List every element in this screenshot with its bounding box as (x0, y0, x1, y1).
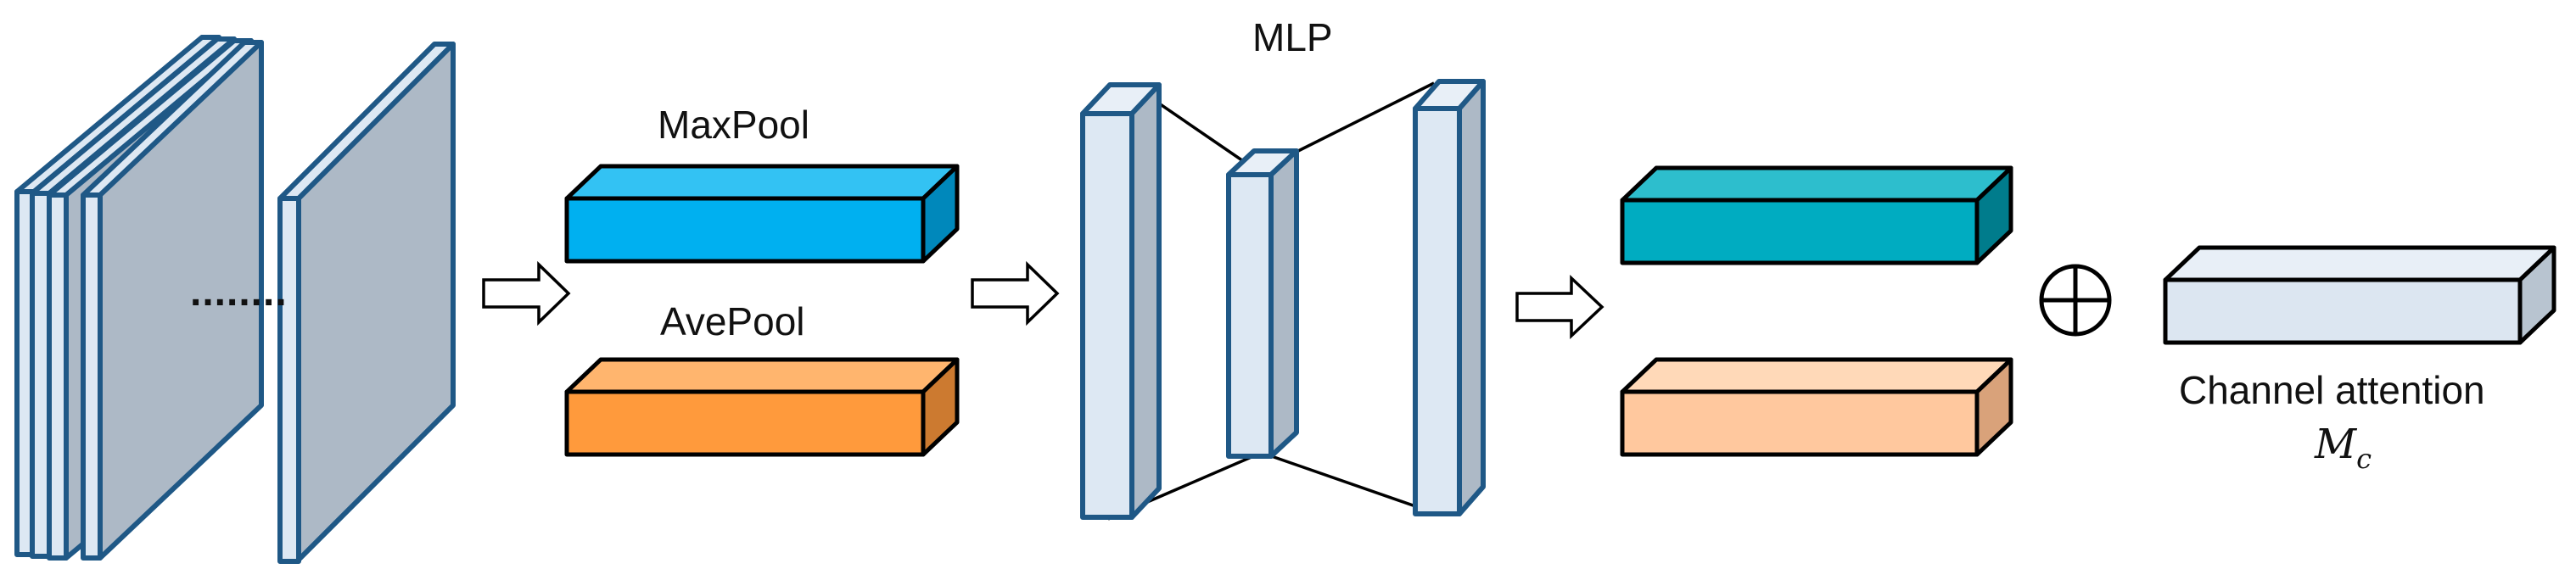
feature-map-slab-last (277, 42, 456, 564)
mlp-connection-line (1263, 452, 1438, 516)
maxpool-bar (564, 164, 960, 264)
mc-base: M (2314, 421, 2358, 468)
mlp-block (1080, 79, 1486, 521)
avepool-label: AvePool (660, 299, 805, 343)
right-arrow-icon (1515, 274, 1604, 340)
input-feature-map-stack: ........ (14, 35, 456, 564)
maxpool-label: MaxPool (658, 103, 809, 147)
feature-map-slab (81, 40, 264, 561)
avepool-bar (564, 357, 960, 457)
right-arrow-icon (971, 260, 1060, 326)
mlp-label: MLP (1252, 15, 1333, 59)
mlp-output-layer (1413, 79, 1486, 516)
circled-plus-icon (2039, 264, 2112, 337)
channel-attention-bar (2163, 245, 2556, 345)
mlp-input-layer (1080, 82, 1162, 520)
mlp-hidden-layer (1226, 148, 1299, 459)
right-arrow-icon (482, 260, 571, 326)
channel-attention-label: Channel attention (2179, 368, 2485, 412)
ellipsis-dots: ........ (190, 270, 288, 315)
mlp-ave-output-bar (1620, 357, 2013, 457)
mc-subscript: c (2356, 443, 2372, 475)
mlp-max-output-bar (1620, 165, 2013, 265)
mc-symbol: Mc (2314, 421, 2372, 475)
